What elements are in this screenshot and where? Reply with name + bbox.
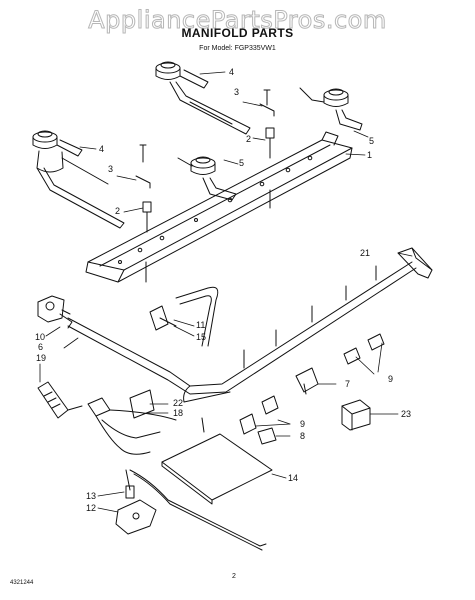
model-subtitle: For Model: FGP335VW1 [199, 45, 276, 52]
callout-18: 18 [173, 408, 184, 418]
callout-5a: 5 [239, 158, 245, 168]
heat-shield-14 [161, 417, 273, 505]
callout-4b: 4 [99, 144, 105, 154]
valve-block-23 [341, 399, 371, 431]
document-code: 4321244 [10, 580, 34, 586]
page-number: 2 [232, 573, 236, 580]
burner-left [32, 130, 125, 229]
callout-8: 8 [300, 431, 306, 441]
callout-11: 11 [196, 320, 206, 330]
callout-13: 13 [86, 491, 97, 501]
callout-7: 7 [345, 379, 351, 389]
callout-2a: 2 [246, 134, 252, 144]
callout-12: 12 [86, 503, 97, 513]
callout-3a: 3 [234, 87, 240, 97]
burner-center [177, 156, 237, 201]
callout-3b: 3 [108, 164, 114, 174]
callout-15: 15 [196, 332, 207, 342]
callout-4a: 4 [229, 67, 235, 77]
callout-2b: 2 [115, 206, 121, 216]
igniter-12-13 [115, 469, 267, 551]
screws-and-orifices [135, 89, 275, 283]
callout-14: 14 [288, 473, 299, 483]
callout-9b: 9 [300, 419, 306, 429]
valves [239, 333, 385, 445]
igniter-and-harness [37, 381, 177, 455]
callout-21: 21 [360, 248, 371, 258]
burner-top [155, 61, 251, 135]
callout-10: 10 [35, 332, 46, 342]
watermark-text: AppliancePartsPros.com [88, 6, 387, 35]
callout-6: 6 [38, 342, 44, 352]
callout-19: 19 [36, 353, 47, 363]
callout-22: 22 [173, 398, 184, 408]
callout-5b: 5 [369, 136, 375, 146]
page-title: MANIFOLD PARTS [181, 26, 294, 40]
burner-right [299, 87, 363, 131]
callout-9a: 9 [388, 374, 394, 384]
leader-lines [39, 71, 413, 513]
tubing-11 [149, 286, 219, 347]
callout-1: 1 [367, 150, 373, 160]
bracket-21 [397, 247, 433, 279]
callout-23: 23 [401, 409, 412, 419]
manifold-panel [85, 131, 353, 283]
main-manifold-pipe [59, 261, 417, 403]
regulator-10 [37, 295, 71, 323]
bracket-22 [129, 389, 155, 419]
